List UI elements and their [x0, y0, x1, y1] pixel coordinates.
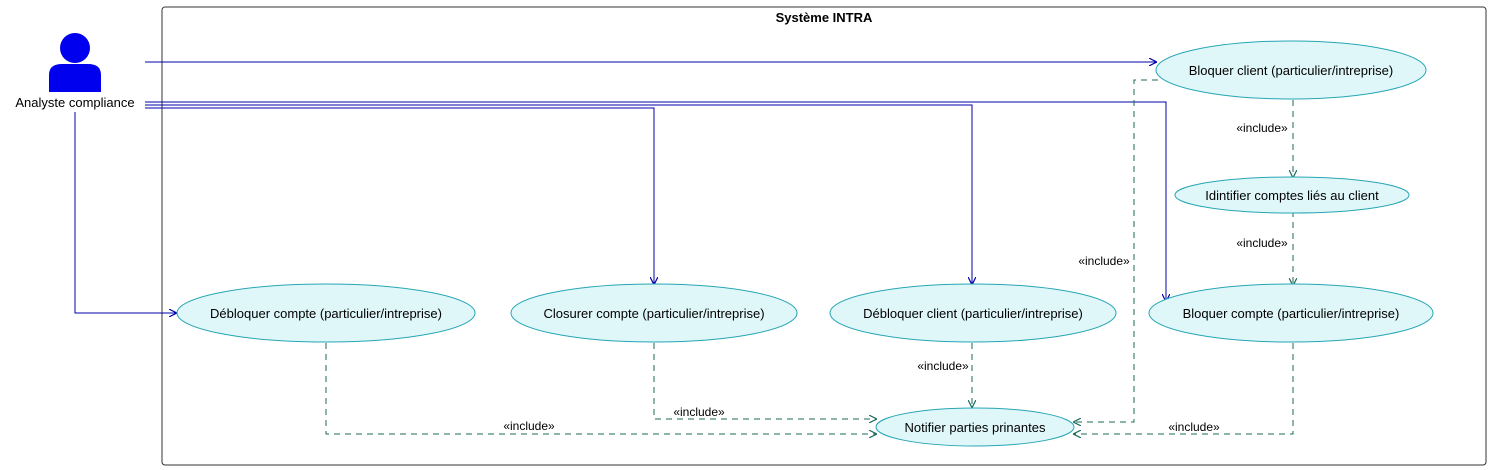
use-case-identifier-comptes[interactable]: Idintifier comptes liés au client [1174, 176, 1410, 214]
system-title: Système INTRA [776, 10, 873, 25]
include-label: «include» [1168, 420, 1220, 434]
use-case-bloquer-client[interactable]: Bloquer client (particulier/intreprise) [1155, 40, 1427, 100]
use-case-debloquer-compte[interactable]: Débloquer compte (particulier/intreprise… [176, 283, 476, 343]
include-closurer-compte-notifier [653, 343, 876, 419]
actor-label: Analyste compliance [15, 95, 134, 110]
use-case-bloquer-compte[interactable]: Bloquer compte (particulier/intreprise) [1148, 283, 1434, 343]
include-label: «include» [1236, 236, 1288, 250]
include-bloquer-client-notifier [1074, 79, 1158, 422]
use-case-label: Débloquer compte (particulier/intreprise… [210, 306, 442, 321]
include-label: «include» [917, 359, 969, 373]
include-label: «include» [503, 419, 555, 433]
include-label: «include» [673, 405, 725, 419]
include-label: «include» [1078, 254, 1130, 268]
association-closurer-compte [145, 107, 654, 284]
person-icon [49, 33, 101, 92]
include-debloquer-compte-notifier [325, 343, 876, 434]
use-case-debloquer-client[interactable]: Débloquer client (particulier/intreprise… [829, 283, 1117, 343]
use-case-label: Idintifier comptes liés au client [1205, 188, 1379, 203]
include-label: «include» [1236, 121, 1288, 135]
associations [74, 62, 1166, 313]
include-relations [325, 79, 1294, 434]
use-case-label: Débloquer client (particulier/intreprise… [863, 306, 1083, 321]
use-case-label: Closurer compte (particulier/intreprise) [543, 306, 764, 321]
use-case-closurer-compte[interactable]: Closurer compte (particulier/intreprise) [510, 283, 798, 343]
use-case-label: Bloquer client (particulier/intreprise) [1189, 63, 1393, 78]
include-labels: «include» «include» «include» «include» … [503, 121, 1288, 434]
use-case-label: Bloquer compte (particulier/intreprise) [1183, 306, 1400, 321]
association-debloquer-client [145, 104, 972, 284]
include-bloquer-compte-notifier [1074, 343, 1294, 434]
association-bloquer-compte [145, 101, 1166, 301]
system-boundary [161, 6, 1487, 466]
association-debloquer-compte [74, 112, 176, 313]
actor-analyste[interactable]: Analyste compliance [15, 33, 135, 110]
use-case-label: Notifier parties prinantes [905, 420, 1046, 435]
use-case-notifier[interactable]: Notifier parties prinantes [875, 407, 1075, 447]
